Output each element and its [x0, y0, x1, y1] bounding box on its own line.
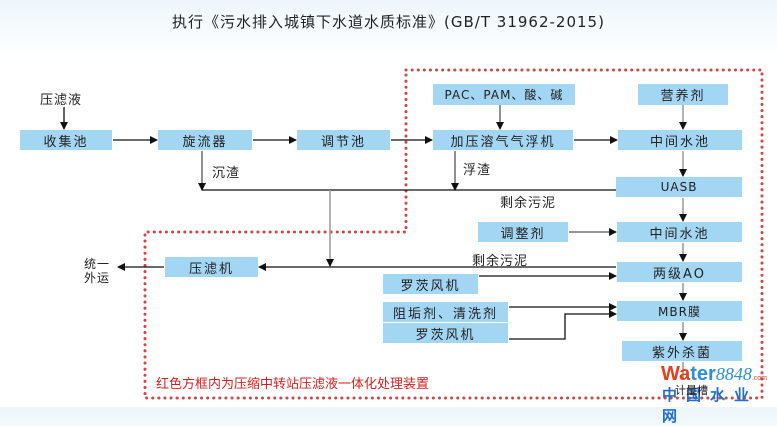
excess-sludge-label-2: 剩余污泥 [472, 254, 529, 269]
equalization-tank-box: 调节池 [297, 130, 390, 150]
intermediate-tank-1-box: 中间水池 [618, 130, 742, 150]
connector-lines [60, 68, 764, 400]
chemicals-box: PAC、PAM、酸、碱 [433, 84, 575, 105]
watermark-logo: Water8848.com [661, 363, 768, 385]
unified-transport-label-2: 外运 [84, 271, 111, 285]
uasb-box: UASB [616, 177, 742, 197]
antiscalant-box: 阻垢剂、清洗剂 [383, 302, 508, 322]
metering-tank-label: 计量槽 [675, 384, 708, 397]
filter-press-box: 压滤机 [165, 257, 258, 277]
unified-transport-label-1: 统一 [84, 257, 111, 271]
roots-blower-2-box: 罗茨风机 [383, 323, 508, 343]
mbr-box: MBR膜 [617, 301, 742, 321]
daf-box: 加压溶气气浮机 [433, 130, 573, 150]
sediment-label: 沉渣 [212, 166, 241, 181]
nutrients-box: 营养剂 [638, 84, 728, 105]
hydrocyclone-box: 旋流器 [158, 130, 252, 150]
scum-label: 浮渣 [463, 163, 492, 178]
roots-blower-1-box: 罗茨风机 [383, 274, 478, 294]
collection-tank-box: 收集池 [20, 130, 112, 150]
regulator-box: 调整剂 [478, 222, 568, 242]
boundary-note: 红色方框内为压缩中转站压滤液一体化处理装置 [156, 377, 430, 392]
two-stage-ao-box: 两级AO [617, 262, 742, 282]
diagram-title: 执行《污水排入城镇下水道水质标准》(GB/T 31962-2015) [172, 13, 605, 31]
uv-box: 紫外杀菌 [622, 341, 742, 361]
arrow-blower2-mbr [509, 310, 617, 340]
intermediate-tank-2-box: 中间水池 [617, 222, 742, 242]
filtrate-label: 压滤液 [40, 93, 83, 108]
excess-sludge-label-1: 剩余污泥 [500, 196, 557, 211]
